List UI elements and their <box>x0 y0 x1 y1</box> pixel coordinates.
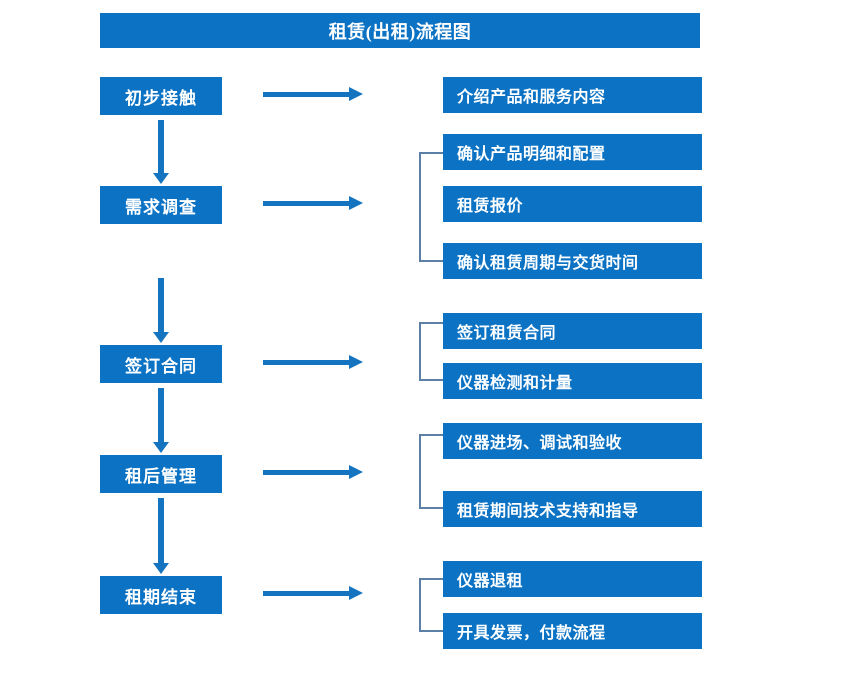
arrow-head-right-icon <box>349 355 363 369</box>
arrow-shaft <box>263 591 351 596</box>
horizontal-arrow-2 <box>263 196 363 210</box>
arrow-head-right-icon <box>349 465 363 479</box>
arrow-shaft <box>263 360 351 365</box>
bracket-connector-needs-survey <box>419 152 443 262</box>
vertical-arrow-2 <box>153 278 169 343</box>
detail-box-confirm-product-details[interactable]: 确认产品明细和配置 <box>443 134 702 170</box>
page-title: 租赁(出租)流程图 <box>100 13 700 48</box>
detail-box-instrument-return[interactable]: 仪器退租 <box>443 561 702 597</box>
horizontal-arrow-1 <box>263 87 363 101</box>
detail-box-invoice-payment[interactable]: 开具发票，付款流程 <box>443 613 702 649</box>
horizontal-arrow-5 <box>263 586 363 600</box>
detail-box-technical-support[interactable]: 租赁期间技术支持和指导 <box>443 491 702 527</box>
bracket-connector-rental-end <box>419 578 443 632</box>
arrow-head-right-icon <box>349 196 363 210</box>
bracket-connector-sign-contract <box>419 322 443 381</box>
horizontal-arrow-3 <box>263 355 363 369</box>
arrow-shaft <box>263 201 351 206</box>
arrow-head-down-icon <box>153 442 169 453</box>
stage-box-needs-survey[interactable]: 需求调查 <box>100 186 222 224</box>
stage-box-post-rental-management[interactable]: 租后管理 <box>100 455 222 493</box>
detail-box-sign-rental-contract[interactable]: 签订租赁合同 <box>443 313 702 349</box>
arrow-shaft <box>158 388 164 442</box>
vertical-arrow-1 <box>153 120 169 184</box>
arrow-head-down-icon <box>153 332 169 343</box>
arrow-shaft <box>158 498 164 563</box>
horizontal-arrow-4 <box>263 465 363 479</box>
detail-box-instrument-inspection[interactable]: 仪器检测和计量 <box>443 363 702 399</box>
stage-box-rental-end[interactable]: 租期结束 <box>100 576 222 614</box>
detail-box-instrument-entry-commissioning[interactable]: 仪器进场、调试和验收 <box>443 423 702 459</box>
arrow-shaft <box>263 470 351 475</box>
arrow-head-down-icon <box>153 563 169 574</box>
arrow-shaft <box>158 120 164 173</box>
arrow-shaft <box>263 92 351 97</box>
vertical-arrow-4 <box>153 498 169 574</box>
detail-box-confirm-rental-period[interactable]: 确认租赁周期与交货时间 <box>443 243 702 279</box>
stage-box-sign-contract[interactable]: 签订合同 <box>100 345 222 383</box>
arrow-shaft <box>158 278 164 332</box>
vertical-arrow-3 <box>153 388 169 453</box>
arrow-head-down-icon <box>153 173 169 184</box>
detail-box-rental-quotation[interactable]: 租赁报价 <box>443 186 702 222</box>
arrow-head-right-icon <box>349 586 363 600</box>
detail-box-introduce-products[interactable]: 介绍产品和服务内容 <box>443 77 702 113</box>
bracket-connector-post-rental <box>419 434 443 509</box>
stage-box-initial-contact[interactable]: 初步接触 <box>100 77 222 115</box>
arrow-head-right-icon <box>349 87 363 101</box>
